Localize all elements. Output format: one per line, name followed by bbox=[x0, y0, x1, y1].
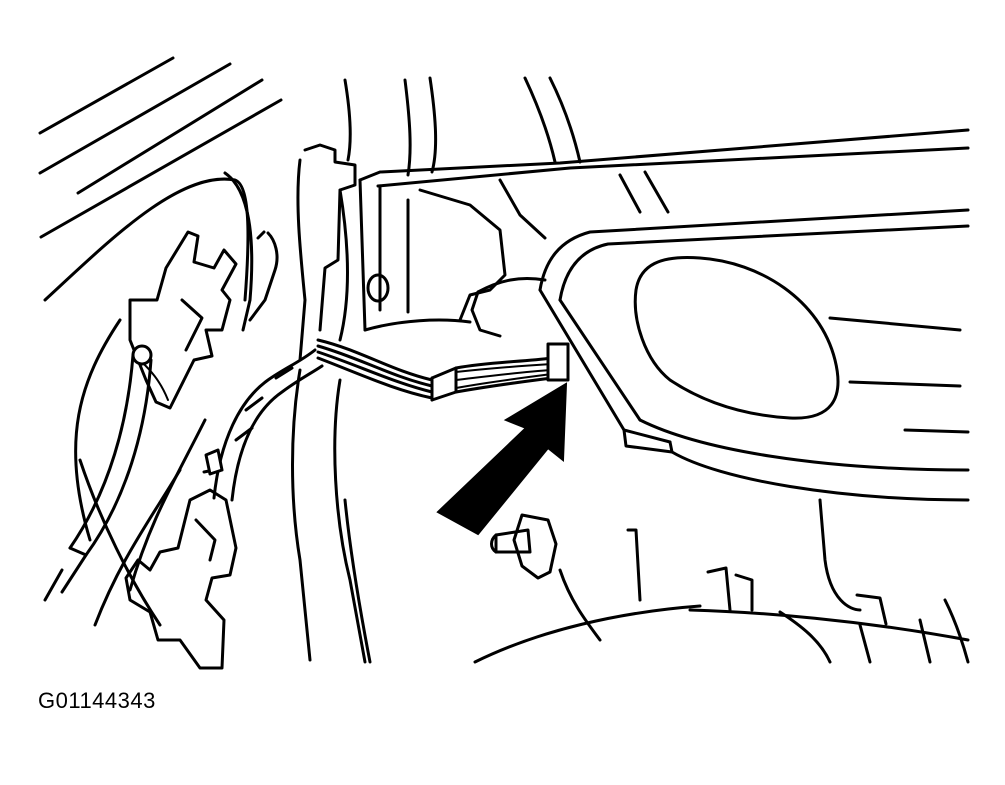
upper-body-panels bbox=[358, 76, 970, 332]
body-contour-lines bbox=[74, 318, 207, 627]
mounting-hole-icon bbox=[366, 273, 390, 303]
left-cable bbox=[43, 344, 153, 602]
ventilation-duct bbox=[470, 208, 970, 502]
callout-arrow-icon bbox=[436, 382, 568, 536]
mounting-stud bbox=[490, 513, 558, 580]
electrical-connector bbox=[546, 342, 570, 382]
left-bracket bbox=[43, 171, 279, 410]
central-pillar bbox=[291, 78, 372, 664]
cable-end-icon bbox=[131, 344, 153, 366]
figure-code: G01144343 bbox=[38, 688, 156, 713]
hatch-lines bbox=[38, 56, 283, 239]
lower-structure bbox=[473, 498, 970, 664]
lower-left-bracket bbox=[124, 488, 238, 670]
wiring-harness bbox=[202, 338, 554, 502]
